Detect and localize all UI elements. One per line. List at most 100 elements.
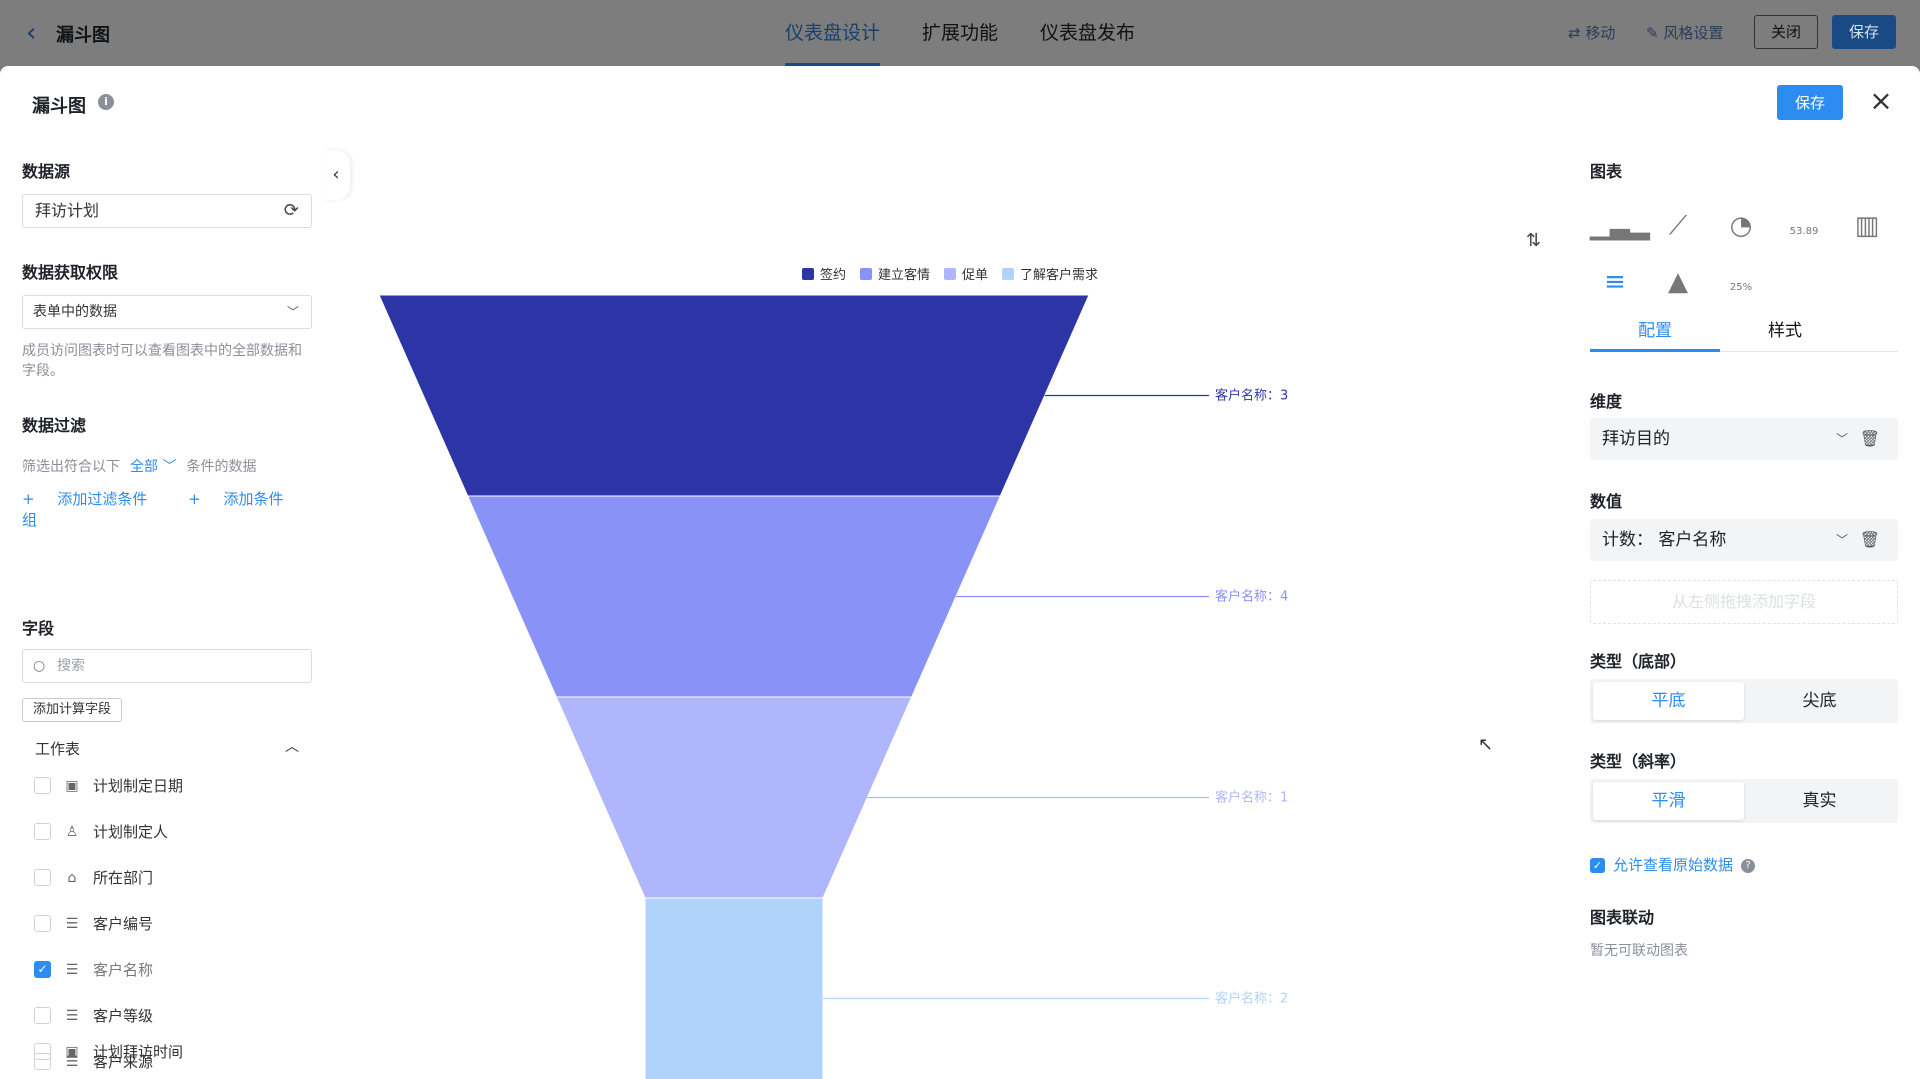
info-icon[interactable]: i <box>98 94 114 110</box>
allow-raw-data-checkbox[interactable]: ✓允许查看原始数据? <box>1590 854 1756 875</box>
donut-chart-icon[interactable]: ◔ <box>1729 211 1753 241</box>
refresh-icon[interactable]: ⟳ <box>283 200 299 221</box>
funnel-segment-2[interactable] <box>466 495 1002 698</box>
help-icon[interactable]: ? <box>1741 858 1756 873</box>
datasource-field[interactable]: 拜访计划 ⟳ <box>22 194 312 228</box>
legend-swatch <box>1002 267 1015 280</box>
legend-item[interactable]: 建立客情 <box>860 264 930 283</box>
slope-type-smooth[interactable]: 平滑 <box>1593 782 1744 820</box>
filter-mode-select[interactable]: 全部 ﹀ <box>130 459 177 475</box>
trash-icon[interactable]: 🗑 <box>1859 429 1880 448</box>
linkage-hint: 暂无可联动图表 <box>1590 943 1688 959</box>
config-tabs: 配置 样式 <box>1590 316 1898 352</box>
slope-type-real[interactable]: 真实 <box>1802 791 1837 811</box>
style-settings-button[interactable]: ✎ 风格设置 <box>1646 24 1724 42</box>
field-checkbox[interactable] <box>34 869 51 886</box>
fields-title: 字段 <box>22 619 55 638</box>
text-field-icon: ☰ <box>65 1053 79 1070</box>
field-drop-zone[interactable]: 从左侧拖拽添加字段 <box>1590 580 1898 624</box>
chevron-down-icon: ﹀ <box>286 305 299 319</box>
checkbox-checked-icon[interactable]: ✓ <box>1590 858 1605 873</box>
collapse-panel-button[interactable]: ‹ <box>322 150 350 200</box>
left-panel: 数据源 拜访计划 ⟳ 数据获取权限 表单中的数据 ﹀ 成员访问图表时可以查看图表… <box>0 138 330 1079</box>
legend-item[interactable]: 了解客户需求 <box>1002 264 1098 283</box>
field-checkbox[interactable] <box>34 1007 51 1024</box>
field-checkbox[interactable] <box>34 915 51 932</box>
filter-add-links: + 添加过滤条件 + 添加条件组 <box>22 488 330 530</box>
tab-dashboard-publish[interactable]: 仪表盘发布 <box>1040 22 1136 44</box>
tab-style[interactable]: 样式 <box>1768 321 1802 341</box>
field-search-input[interactable]: ○ 搜索 <box>22 649 312 683</box>
dimension-title: 维度 <box>1590 392 1623 411</box>
field-item-customer-name[interactable]: ✓☰客户名称 <box>34 959 153 983</box>
datasource-title: 数据源 <box>22 162 71 181</box>
chevron-down-icon[interactable]: ﹀ <box>1835 432 1848 446</box>
value-field[interactable]: 计数： 客户名称 ﹀ 🗑 <box>1590 519 1898 561</box>
ring-progress-icon[interactable]: 25% <box>1729 282 1753 293</box>
tab-config[interactable]: 配置 <box>1590 316 1720 352</box>
add-calc-field-button[interactable]: 添加计算字段 <box>22 698 123 722</box>
field-checkbox[interactable] <box>34 777 51 794</box>
slope-type-toggle: 平滑 真实 <box>1590 779 1898 823</box>
text-field-icon: ☰ <box>65 961 79 978</box>
text-field-icon: ☰ <box>65 1007 79 1024</box>
chevron-down-icon[interactable]: ﹀ <box>1835 533 1848 547</box>
chart-editor-modal: 漏斗图 i 保存 × 数据源 拜访计划 ⟳ 数据获取权限 表单中的数据 ﹀ 成员… <box>0 66 1920 1079</box>
funnel-segment-1[interactable] <box>378 294 1090 497</box>
line-chart-icon[interactable]: ⟋ <box>1668 211 1688 241</box>
funnel-chart-icon[interactable]: ≡ <box>1604 267 1626 297</box>
close-icon[interactable]: × <box>1869 84 1893 117</box>
field-item-plan-date[interactable]: ▣计划制定日期 <box>34 775 183 799</box>
top-bar: ‹ 漏斗图 仪表盘设计 扩展功能 仪表盘发布 ⇄ 移动 ✎ 风格设置 关闭 保存 <box>0 0 1920 66</box>
funnel-data-label-4: 客户名称：2 <box>1215 991 1288 1007</box>
linkage-title: 图表联动 <box>1590 908 1655 927</box>
mouse-cursor-icon: ↖ <box>1478 734 1494 755</box>
dimension-field[interactable]: 拜访目的 ﹀ 🗑 <box>1590 418 1898 460</box>
bar-chart-icon[interactable]: ▁▃▂ <box>1590 211 1650 241</box>
move-button[interactable]: ⇄ 移动 <box>1568 24 1616 42</box>
map-chart-icon[interactable]: ▲ <box>1668 267 1688 297</box>
funnel-segment-3[interactable] <box>555 696 913 899</box>
top-tabs: 仪表盘设计 扩展功能 仪表盘发布 <box>785 0 1135 66</box>
department-icon: ⌂ <box>67 869 77 886</box>
close-button[interactable]: 关闭 <box>1754 15 1819 49</box>
field-item-planner[interactable]: ♙计划制定人 <box>34 821 168 845</box>
field-checkbox[interactable] <box>34 1053 51 1070</box>
field-item-customer-level[interactable]: ☰客户等级 <box>34 1005 153 1029</box>
legend-item[interactable]: 促单 <box>944 264 988 283</box>
add-group-button[interactable]: + 添加条件组 <box>22 490 284 529</box>
field-checkbox-checked[interactable]: ✓ <box>34 961 51 978</box>
permission-title: 数据获取权限 <box>22 263 119 282</box>
tab-dashboard-design[interactable]: 仪表盘设计 <box>785 0 881 66</box>
modal-title: 漏斗图 <box>32 96 86 117</box>
field-checkbox[interactable] <box>34 823 51 840</box>
save-button[interactable]: 保存 <box>1832 15 1897 49</box>
tab-extensions[interactable]: 扩展功能 <box>922 22 999 44</box>
right-panel: 图表 ▁▃▂ ⟋ ◔ 53.89 ▥ ≡ ▲ 25% 配置 样式 维度 拜访目的… <box>1560 138 1920 1079</box>
field-item-customer-id[interactable]: ☰客户编号 <box>34 913 153 937</box>
bottom-type-pointed[interactable]: 尖底 <box>1802 691 1837 711</box>
user-icon: ♙ <box>65 823 79 840</box>
field-item-department[interactable]: ⌂所在部门 <box>34 867 153 891</box>
field-item-customer-source[interactable]: ☰客户来源 <box>34 1051 153 1075</box>
chevron-down-icon: ﹀ <box>162 459 177 475</box>
trash-icon[interactable]: 🗑 <box>1859 530 1880 549</box>
sheet-group-label[interactable]: 工作表 <box>35 740 81 758</box>
gauge-number-icon[interactable]: 53.89 <box>1789 226 1819 237</box>
chevron-left-icon[interactable]: ‹ <box>26 18 37 48</box>
modal-save-button[interactable]: 保存 <box>1777 85 1843 120</box>
combo-chart-icon[interactable]: ▥ <box>1854 211 1880 241</box>
chart-type-title: 图表 <box>1590 162 1623 181</box>
chevron-up-icon[interactable]: ︿ <box>285 739 299 755</box>
funnel-segment-4[interactable] <box>644 897 824 1079</box>
add-filter-button[interactable]: + 添加过滤条件 <box>22 490 148 508</box>
legend-item[interactable]: 签约 <box>802 264 846 283</box>
field-item-visit-time[interactable]: ▣计划拜访时间 <box>34 1041 183 1065</box>
permission-select[interactable]: 表单中的数据 ﹀ <box>22 295 312 329</box>
move-icon: ⇄ <box>1568 24 1581 42</box>
bottom-type-flat[interactable]: 平底 <box>1593 682 1744 720</box>
field-checkbox[interactable] <box>34 1043 51 1060</box>
filter-title: 数据过滤 <box>22 416 87 435</box>
sort-icon[interactable]: ⇅ <box>1526 230 1542 251</box>
